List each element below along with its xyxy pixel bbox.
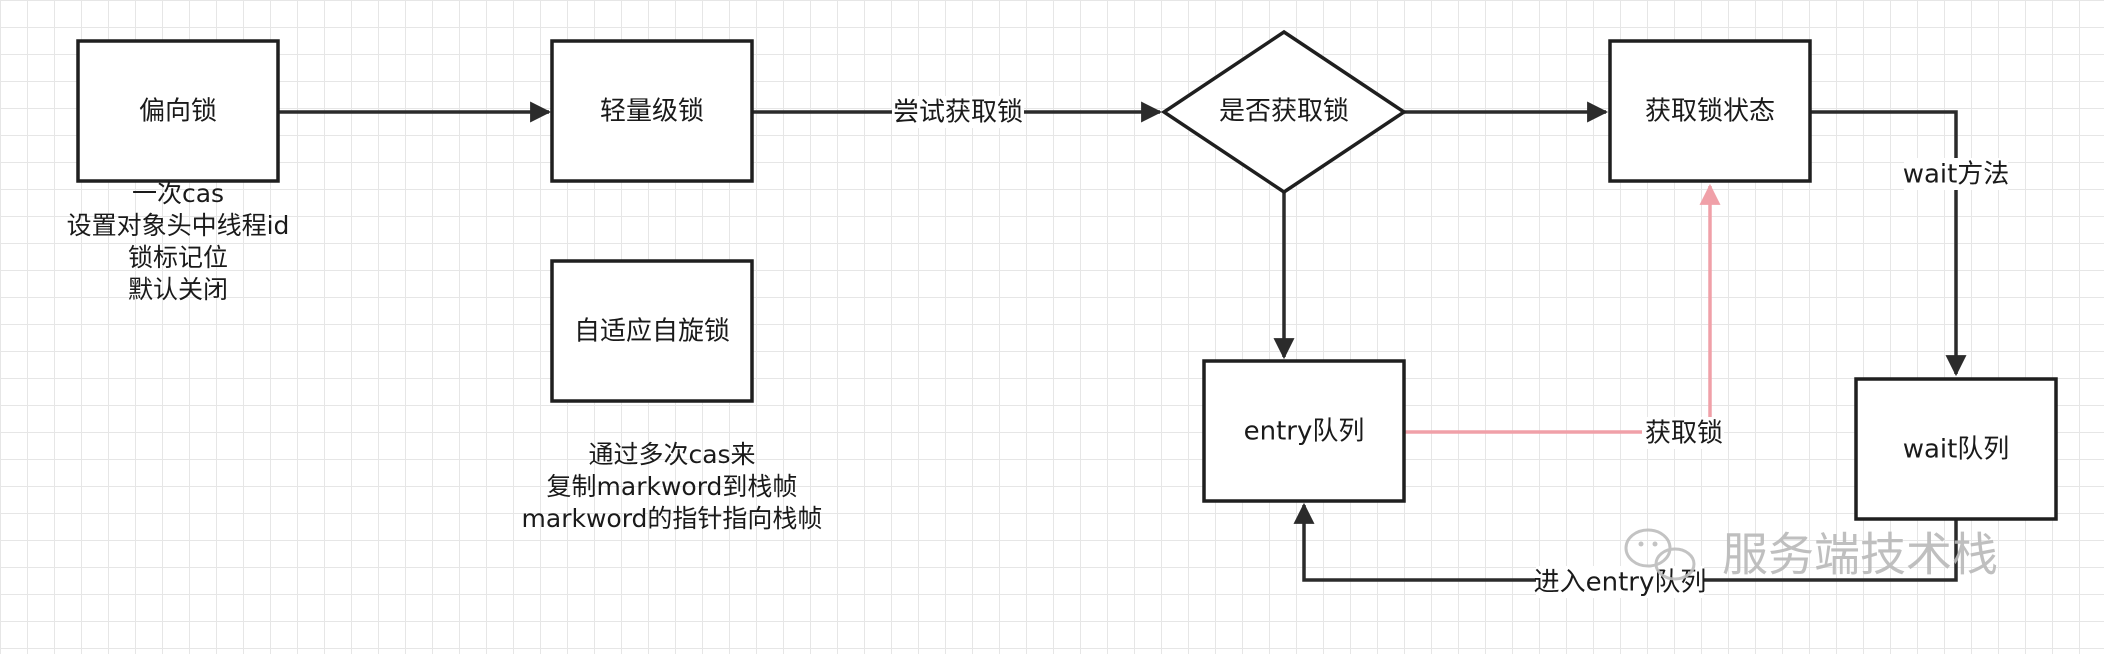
- watermark: 服务端技术栈: [1624, 528, 1998, 582]
- node-entry-queue: entry队列: [1202, 359, 1406, 503]
- edge-label-acquire-lock-group: 获取锁: [1642, 417, 1724, 449]
- note-biased-lock: 一次cas 设置对象头中线程id 锁标记位 默认关闭: [67, 179, 290, 304]
- edge-label-acquire-lock: 获取锁: [1645, 419, 1723, 449]
- node-biased-lock: 偏向锁: [76, 39, 280, 183]
- note-adaptive-spin-lock-line-2: 复制markword到栈帧: [547, 472, 798, 501]
- edge-label-try-acquire-group: 尝试获取锁: [892, 96, 1024, 128]
- node-lock-acquired-state: 获取锁状态: [1608, 39, 1812, 183]
- watermark-text: 服务端技术栈: [1722, 528, 1998, 582]
- node-lightweight-lock-label: 轻量级锁: [600, 97, 704, 127]
- edge-entry-queue-to-lock-state: [1404, 183, 1721, 434]
- node-wait-queue-label: wait队列: [1903, 435, 2010, 465]
- edge-label-enter-entry-queue-group: 进入entry队列: [1534, 566, 1707, 598]
- edge-label-try-acquire: 尝试获取锁: [893, 98, 1023, 128]
- node-adaptive-spin-lock-label: 自适应自旋锁: [574, 317, 730, 347]
- note-biased-lock-line-2: 设置对象头中线程id: [67, 211, 290, 240]
- node-biased-lock-label: 偏向锁: [139, 97, 217, 127]
- note-biased-lock-line-1: 一次cas: [132, 179, 224, 208]
- node-is-lock-acquired-label: 是否获取锁: [1219, 97, 1349, 127]
- note-adaptive-spin-lock: 通过多次cas来 复制markword到栈帧 markword的指针指向栈帧: [522, 440, 823, 533]
- edge-label-enter-entry-queue: 进入entry队列: [1534, 568, 1707, 598]
- node-adaptive-spin-lock: 自适应自旋锁: [550, 259, 754, 403]
- node-wait-queue: wait队列: [1854, 377, 2058, 521]
- edge-label-wait-method-group: wait方法: [1903, 158, 2010, 190]
- edge-label-wait-method: wait方法: [1903, 160, 2010, 190]
- note-biased-lock-line-4: 默认关闭: [128, 275, 228, 304]
- node-is-lock-acquired: 是否获取锁: [1160, 29, 1408, 195]
- edge-lock-state-to-wait-queue: [1810, 110, 1967, 377]
- node-lightweight-lock: 轻量级锁: [550, 39, 754, 183]
- node-entry-queue-label: entry队列: [1244, 417, 1365, 447]
- wechat-icon: [1624, 528, 1696, 581]
- note-adaptive-spin-lock-line-1: 通过多次cas来: [588, 440, 755, 469]
- node-lock-acquired-state-label: 获取锁状态: [1645, 97, 1775, 127]
- note-adaptive-spin-lock-line-3: markword的指针指向栈帧: [522, 504, 823, 533]
- note-biased-lock-line-3: 锁标记位: [128, 243, 228, 272]
